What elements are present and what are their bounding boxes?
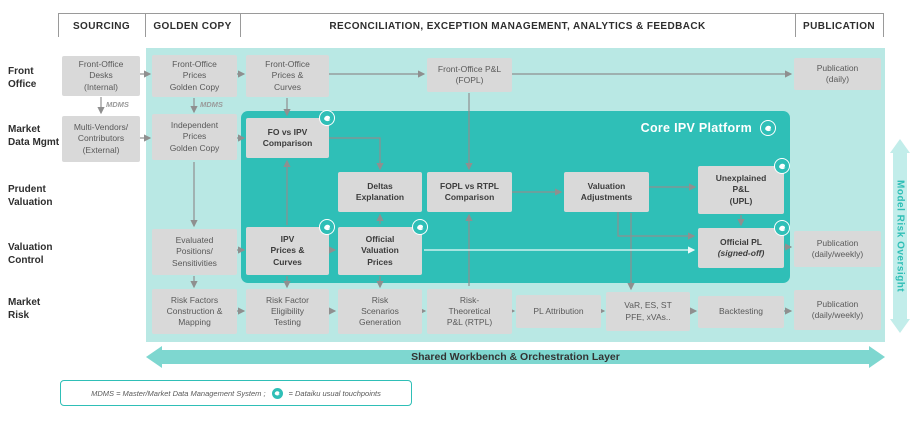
- box-label: Unexplained P&L (UPL): [715, 173, 767, 206]
- dataiku-bird-icon: [777, 223, 787, 233]
- box-label: Front-Office Desks (Internal): [78, 59, 124, 92]
- box-var-es-st-pfe-xvas: VaR, ES, ST PFE, xVAs..: [606, 292, 690, 331]
- dataiku-bird-icon: [763, 123, 773, 133]
- shared-workbench-orchestration-layer: Shared Workbench & Orchestration Layer: [162, 350, 869, 364]
- dataiku-touchpoint-icon: [412, 219, 428, 235]
- box-risk-scenarios-generation: Risk Scenarios Generation: [338, 289, 422, 334]
- shared-layer-label: Shared Workbench & Orchestration Layer: [411, 351, 620, 363]
- box-label: Evaluated Positions/ Sensitivities: [172, 235, 217, 268]
- box-label: IPV Prices & Curves: [270, 234, 305, 267]
- box-fo-vs-ipv-comparison: FO vs IPV Comparison: [246, 110, 335, 158]
- dataiku-touchpoint-icon: [319, 219, 335, 235]
- column-header-golden-copy: GOLDEN COPY: [153, 21, 232, 32]
- box-label: Risk Factor Eligibility Testing: [266, 294, 309, 328]
- dataiku-touchpoint-icon: [774, 220, 790, 236]
- model-risk-arrow-bottom: [890, 319, 910, 333]
- box-risk-factors-construction-mapping: Risk Factors Construction & Mapping: [152, 289, 237, 334]
- legend-mdms-definition: MDMS = Master/Market Data Management Sys…: [91, 388, 266, 398]
- box-risk-factor-eligibility-testing: Risk Factor Eligibility Testing: [246, 289, 329, 334]
- shared-layer-arrow-right: [869, 346, 885, 368]
- header-divider: [240, 13, 241, 37]
- column-header-sourcing: SOURCING: [72, 21, 131, 32]
- box-publication-daily: Publication (daily): [794, 58, 881, 90]
- mdms-flow-label: MDMS: [106, 100, 129, 109]
- box-label: Publication (daily): [816, 62, 859, 84]
- box-official-pl-signed-off: Official PL (signed-off): [698, 220, 790, 268]
- column-header-reconciliation: RECONCILIATION, EXCEPTION MANAGEMENT, AN…: [329, 21, 706, 32]
- row-label-market-risk: Market Risk: [8, 297, 41, 321]
- box-pl-attribution: PL Attribution: [516, 295, 601, 328]
- box-label: Risk- Theoretical P&L (RTPL): [446, 294, 493, 328]
- box-label: Official PL: [719, 236, 763, 247]
- box-label: Publication (daily/weekly): [811, 237, 864, 259]
- dataiku-bird-icon: [777, 161, 787, 171]
- header-divider: [883, 13, 884, 37]
- column-header-publication: PUBLICATION: [803, 21, 875, 32]
- row-label-valuation-control: Valuation Control: [8, 242, 53, 266]
- box-fopl-vs-rtpl-comparison: FOPL vs RTPL Comparison: [427, 172, 512, 212]
- box-label: Backtesting: [719, 306, 763, 317]
- model-risk-oversight-label: Model Risk Oversight: [894, 179, 906, 293]
- box-label: PL Attribution: [533, 305, 584, 316]
- dataiku-touchpoint-icon: [319, 110, 335, 126]
- box-label: Deltas Explanation: [355, 180, 405, 202]
- box-front-office-prices-golden-copy: Front-Office Prices Golden Copy: [152, 55, 237, 97]
- row-label-prudent-valuation: Prudent Valuation: [8, 184, 53, 208]
- box-backtesting: Backtesting: [698, 296, 784, 328]
- box-evaluated-positions-sensitivities: Evaluated Positions/ Sensitivities: [152, 229, 237, 275]
- box-valuation-adjustments: Valuation Adjustments: [564, 172, 649, 212]
- box-independent-prices-golden-copy: Independent Prices Golden Copy: [152, 114, 237, 160]
- box-official-valuation-prices: Official Valuation Prices: [338, 219, 428, 275]
- box-label: Risk Scenarios Generation: [358, 294, 402, 328]
- box-label: VaR, ES, ST PFE, xVAs..: [624, 300, 672, 322]
- dataiku-touchpoint-icon: [270, 386, 284, 400]
- box-label: Valuation Adjustments: [580, 180, 633, 202]
- header-divider: [145, 13, 146, 37]
- dataiku-touchpoint-icon: [774, 158, 790, 174]
- dataiku-touchpoint-icon: [760, 120, 776, 136]
- box-label: FOPL vs RTPL Comparison: [440, 180, 499, 202]
- box-risk-theoretical-pl-rtpl: Risk- Theoretical P&L (RTPL): [427, 289, 512, 334]
- header-divider: [795, 13, 796, 37]
- box-deltas-explanation: Deltas Explanation: [338, 172, 422, 212]
- box-label: Front-Office Prices & Curves: [265, 59, 310, 92]
- box-label: Independent Prices Golden Copy: [169, 120, 220, 153]
- box-label: Multi-Vendors/ Contributors (External): [73, 122, 129, 155]
- row-label-market-data-mgmt: Market Data Mgmt: [8, 124, 60, 148]
- box-front-office-pl-fopl: Front-Office P&L (FOPL): [427, 58, 512, 92]
- shared-layer-arrow-left: [146, 346, 162, 368]
- legend-touchpoint-definition: = Dataiku usual touchpoints: [288, 388, 381, 398]
- box-label: Front-Office P&L (FOPL): [437, 63, 502, 85]
- box-front-office-desks: Front-Office Desks (Internal): [62, 56, 140, 96]
- model-risk-arrow-top: [890, 139, 910, 153]
- legend: MDMS = Master/Market Data Management Sys…: [60, 380, 412, 406]
- model-risk-oversight: Model Risk Oversight: [893, 153, 907, 319]
- dataiku-bird-icon: [415, 222, 425, 232]
- row-label-front-office: Front Office: [8, 66, 37, 90]
- mdms-flow-label: MDMS: [200, 100, 223, 109]
- box-sublabel: (signed-off): [717, 248, 765, 258]
- box-ipv-prices-curves: IPV Prices & Curves: [246, 219, 335, 275]
- box-label: Risk Factors Construction & Mapping: [166, 294, 223, 328]
- box-multi-vendors-contributors: Multi-Vendors/ Contributors (External): [62, 116, 140, 162]
- dataiku-bird-icon: [273, 389, 281, 397]
- dataiku-bird-icon: [322, 113, 332, 123]
- core-ipv-platform-title: Core IPV Platform: [641, 120, 776, 136]
- box-publication-daily-weekly-2: Publication (daily/weekly): [794, 290, 881, 330]
- box-publication-daily-weekly-1: Publication (daily/weekly): [794, 231, 881, 267]
- box-label: Front-Office Prices Golden Copy: [169, 59, 220, 92]
- dataiku-bird-icon: [322, 222, 332, 232]
- header-divider: [58, 13, 59, 37]
- box-label: FO vs IPV Comparison: [262, 126, 313, 148]
- box-front-office-prices-curves: Front-Office Prices & Curves: [246, 55, 329, 97]
- header-rule: [58, 13, 884, 14]
- box-label: Official Valuation Prices: [361, 234, 399, 267]
- box-unexplained-pl-upl: Unexplained P&L (UPL): [698, 158, 790, 214]
- core-ipv-platform-label: Core IPV Platform: [640, 121, 752, 135]
- box-label: Publication (daily/weekly): [811, 298, 864, 320]
